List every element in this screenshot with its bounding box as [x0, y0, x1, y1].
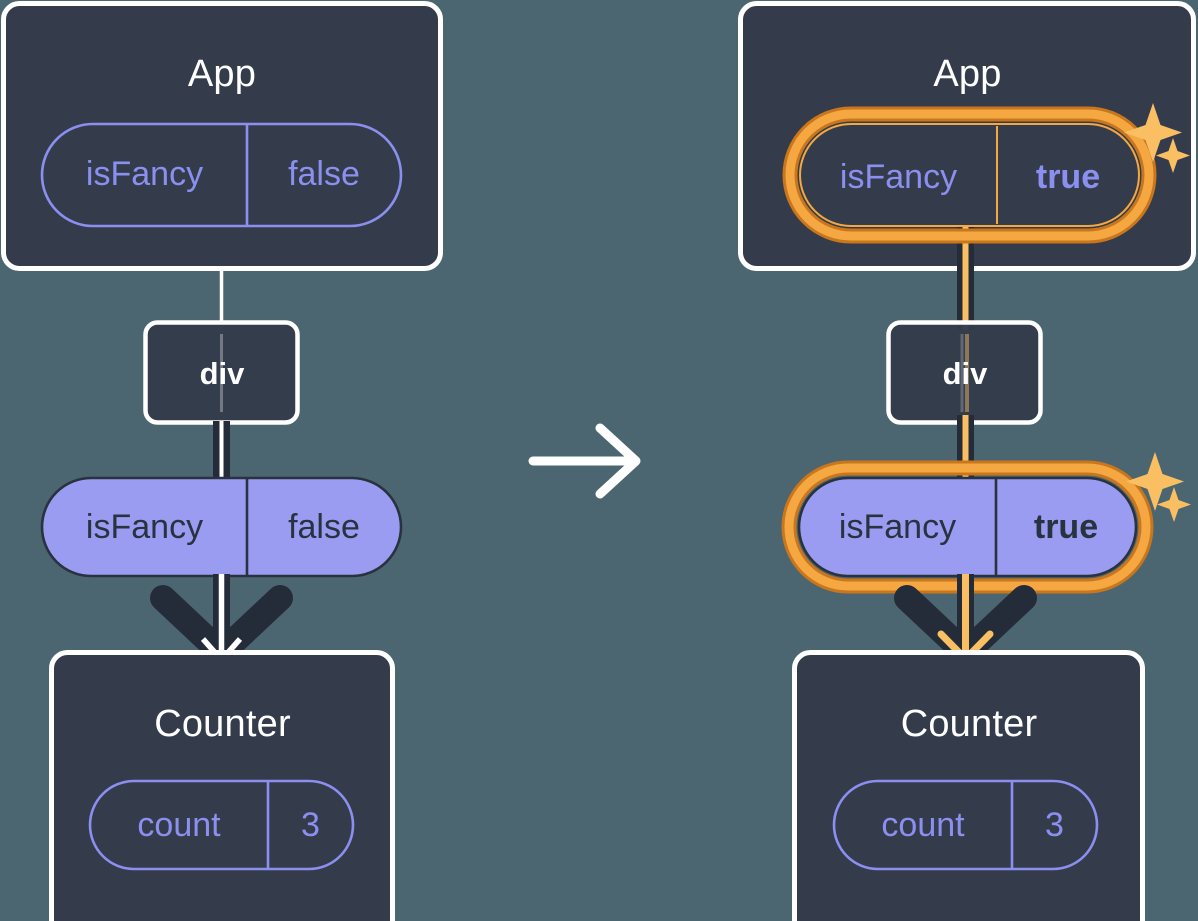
- arrow-prop-counter-left: [150, 574, 293, 666]
- panel-before: [1, 1, 443, 921]
- counter-card-left: [49, 650, 395, 921]
- panel-after: [738, 1, 1196, 921]
- sparkle-large-prop-right: [1126, 452, 1184, 511]
- counter-card-right: [792, 650, 1145, 921]
- app-state-pill-highlight-inner-right: [785, 109, 1154, 241]
- app-state-pill-left: [40, 122, 403, 228]
- sparkle-small-prop-right: [1157, 487, 1191, 522]
- transition-arrow-icon: [528, 423, 641, 499]
- sparkle-large-app-right: [1124, 103, 1182, 162]
- prop-pill-right: [797, 476, 1138, 578]
- app-state-pill-right: [799, 123, 1140, 227]
- div-card-right: [886, 320, 1043, 425]
- counter-state-pill-right: [832, 779, 1099, 871]
- sparkle-small-app-right: [1156, 138, 1190, 173]
- app-card-left: [1, 1, 443, 271]
- prop-pill-left: [40, 476, 403, 578]
- counter-state-pill-left: [88, 779, 355, 871]
